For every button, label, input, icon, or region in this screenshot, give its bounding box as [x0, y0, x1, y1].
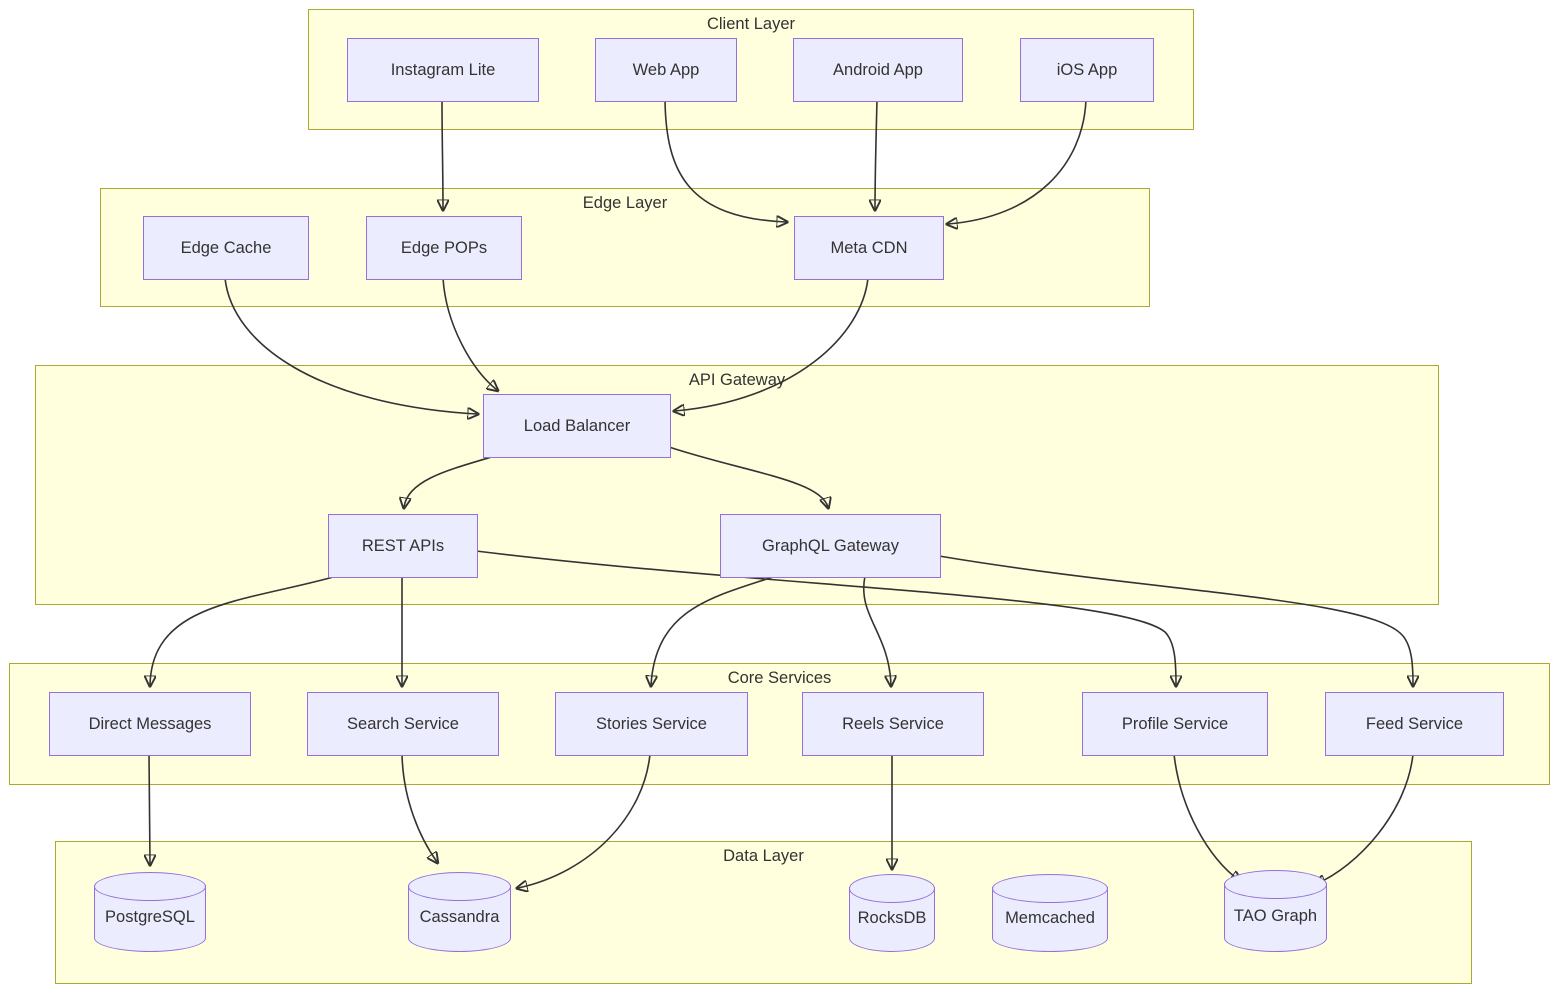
- edge-load-balancer-to-rest-apis: [404, 455, 496, 507]
- node-tao-graph-label: TAO Graph: [1233, 906, 1318, 925]
- node-direct-messages: Direct Messages: [49, 692, 251, 756]
- edge-instagram-lite-to-edge-pops: [442, 99, 443, 209]
- node-graphql-gateway-label: GraphQL Gateway: [762, 536, 899, 555]
- node-edge-pops: Edge POPs: [366, 216, 522, 280]
- edge-feed-service-to-tao-graph: [1316, 753, 1414, 884]
- node-rocksdb-label: RocksDB: [857, 908, 927, 927]
- node-feed-service: Feed Service: [1325, 692, 1504, 756]
- cluster-client-layer-title: Client Layer: [706, 15, 796, 33]
- node-profile-service-label: Profile Service: [1121, 714, 1229, 733]
- node-edge-pops-label: Edge POPs: [400, 238, 488, 257]
- node-web-app-label: Web App: [632, 60, 700, 79]
- node-postgresql: PostgreSQL: [94, 872, 206, 952]
- node-memcached-label: Memcached: [1005, 908, 1095, 927]
- node-stories-service-label: Stories Service: [596, 714, 707, 733]
- edge-graphql-gateway-to-stories-service: [651, 575, 777, 685]
- edge-edge-cache-to-load-balancer: [224, 277, 477, 414]
- node-instagram-lite-label: Instagram Lite: [390, 60, 496, 79]
- node-load-balancer: Load Balancer: [483, 394, 671, 458]
- node-android-app-label: Android App: [833, 60, 923, 79]
- node-search-service: Search Service: [307, 692, 499, 756]
- edge-rest-apis-to-profile-service: [475, 550, 1176, 685]
- node-graphql-gateway: GraphQL Gateway: [720, 514, 941, 578]
- edge-ios-app-to-meta-cdn: [948, 99, 1087, 224]
- cluster-core-services: Core Services: [9, 663, 1550, 785]
- edge-android-app-to-meta-cdn: [875, 99, 877, 209]
- node-search-service-label: Search Service: [347, 714, 459, 733]
- node-edge-cache-label: Edge Cache: [180, 238, 272, 257]
- edge-load-balancer-to-graphql-gateway: [668, 446, 828, 507]
- edge-meta-cdn-to-load-balancer: [675, 277, 869, 411]
- edge-edge-pops-to-load-balancer: [442, 277, 497, 390]
- node-cassandra-label: Cassandra: [419, 907, 500, 926]
- node-rocksdb: RocksDB: [849, 874, 935, 952]
- node-reels-service: Reels Service: [802, 692, 984, 756]
- node-web-app: Web App: [595, 38, 737, 102]
- cluster-data-layer-title: Data Layer: [723, 847, 804, 865]
- node-rest-apis: REST APIs: [328, 514, 478, 578]
- cluster-api-gateway-title: API Gateway: [688, 371, 786, 389]
- edge-profile-service-to-tao-graph: [1173, 753, 1240, 881]
- edge-direct-messages-to-postgresql: [149, 753, 150, 864]
- node-android-app: Android App: [793, 38, 963, 102]
- node-ios-app-label: iOS App: [1056, 60, 1118, 79]
- node-cassandra: Cassandra: [408, 872, 511, 952]
- node-edge-cache: Edge Cache: [143, 216, 309, 280]
- edge-graphql-gateway-to-feed-service: [938, 555, 1413, 685]
- node-feed-service-label: Feed Service: [1365, 714, 1464, 733]
- node-meta-cdn: Meta CDN: [794, 216, 944, 280]
- edge-rest-apis-to-direct-messages: [150, 575, 338, 685]
- node-direct-messages-label: Direct Messages: [88, 714, 212, 733]
- cluster-core-services-title: Core Services: [727, 669, 832, 687]
- edge-search-service-to-cassandra: [401, 753, 437, 862]
- edge-stories-service-to-cassandra: [518, 753, 651, 888]
- node-profile-service: Profile Service: [1082, 692, 1268, 756]
- edge-web-app-to-meta-cdn: [664, 99, 786, 222]
- node-ios-app: iOS App: [1020, 38, 1154, 102]
- node-stories-service: Stories Service: [555, 692, 748, 756]
- node-memcached: Memcached: [992, 874, 1108, 952]
- node-reels-service-label: Reels Service: [842, 714, 944, 733]
- node-meta-cdn-label: Meta CDN: [830, 238, 908, 257]
- node-rest-apis-label: REST APIs: [361, 536, 445, 555]
- node-load-balancer-label: Load Balancer: [523, 416, 631, 435]
- node-postgresql-label: PostgreSQL: [105, 907, 195, 926]
- edge-graphql-gateway-to-reels-service: [862, 575, 891, 685]
- cluster-edge-layer-title: Edge Layer: [582, 194, 668, 212]
- node-tao-graph: TAO Graph: [1224, 870, 1327, 952]
- node-instagram-lite: Instagram Lite: [347, 38, 539, 102]
